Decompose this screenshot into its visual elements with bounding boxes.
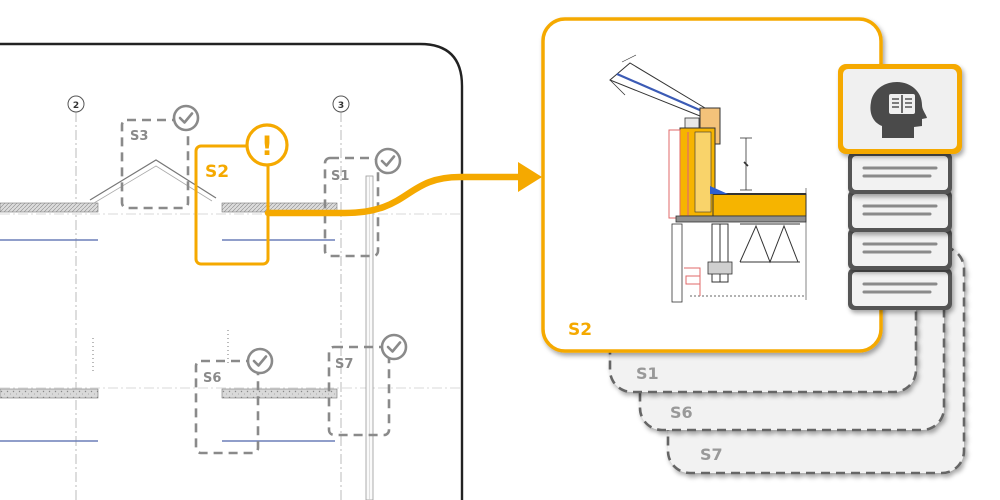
slab-lower-middle: [221, 388, 338, 399]
section-label-s2: S2: [205, 162, 229, 182]
section-s7[interactable]: S7: [327, 333, 408, 437]
section-label-s6: S6: [203, 371, 221, 386]
floor-plan-panel: 2 3 S3: [0, 42, 464, 500]
slab-lower-left: [0, 388, 99, 399]
section-s2[interactable]: S2 !: [194, 123, 289, 266]
check-circle-icon: [380, 333, 408, 361]
section-label-s3: S3: [130, 129, 148, 144]
construction-detail-drawing: [609, 54, 807, 303]
knowledge-list-item-2[interactable]: [848, 190, 952, 232]
slab-upper-left: [0, 202, 99, 213]
card-label-s7: S7: [700, 445, 723, 464]
roof-ridge-inner: [93, 165, 213, 204]
section-s1[interactable]: S1: [323, 147, 402, 258]
grid-bubble-3: 3: [332, 95, 350, 113]
grid-label-2: 2: [73, 101, 79, 111]
card-label-s2: S2: [568, 320, 592, 340]
check-circle-icon: [246, 347, 274, 375]
knowledge-list-item-3[interactable]: [848, 228, 952, 270]
card-label-s1: S1: [636, 364, 659, 383]
check-circle-icon: [374, 147, 402, 175]
warning-symbol: !: [261, 131, 273, 162]
grid-bubble-2: 2: [67, 95, 85, 113]
knowledge-header[interactable]: [838, 64, 962, 154]
section-label-s1: S1: [331, 169, 349, 184]
knowledge-panel: [838, 64, 962, 310]
knowledge-list-item-4[interactable]: [848, 268, 952, 310]
check-circle-icon: [172, 104, 200, 132]
section-s6[interactable]: S6: [194, 347, 274, 455]
connector-arrow: [264, 162, 542, 217]
grid-label-3: 3: [338, 101, 344, 111]
section-s3[interactable]: S3: [120, 104, 200, 210]
detail-card-s2[interactable]: S2: [541, 17, 883, 353]
knowledge-list-item-1[interactable]: [848, 152, 952, 194]
head-book-icon: [870, 82, 927, 138]
section-label-s7: S7: [335, 357, 353, 372]
card-label-s6: S6: [670, 403, 693, 422]
warning-circle-icon: !: [245, 123, 289, 167]
plan-frame: [0, 42, 464, 500]
